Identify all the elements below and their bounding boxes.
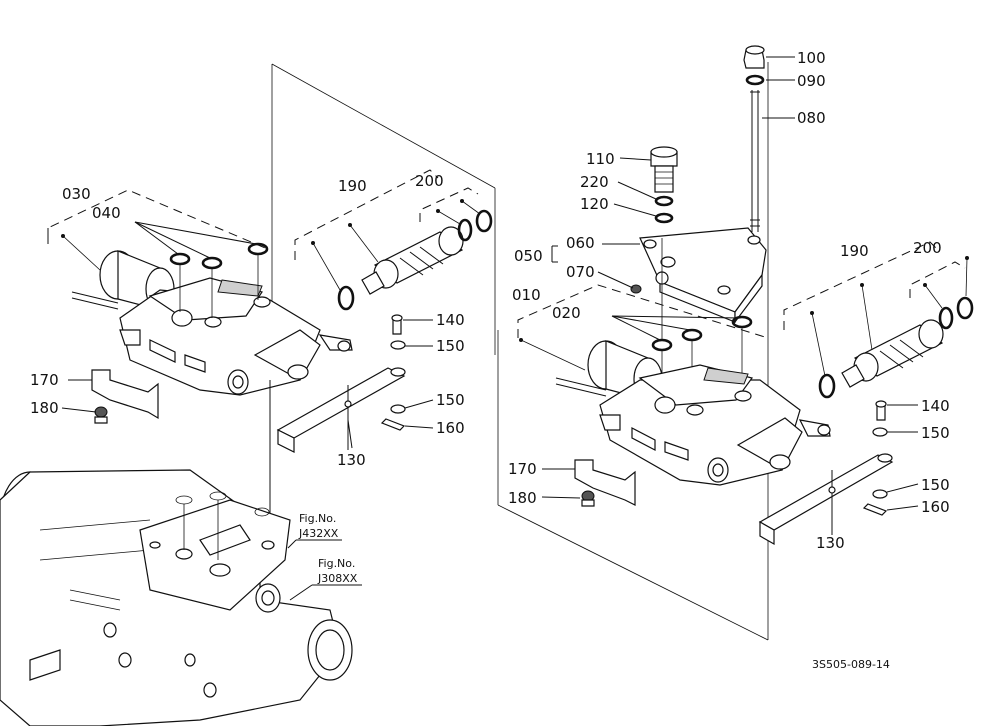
left-spool-190 [311,223,464,311]
label-170-left: 170 [30,371,59,389]
label-150-left-b: 150 [436,391,465,409]
right-bracket-170 [541,459,636,507]
label-010: 010 [512,286,541,304]
label-180-left: 180 [30,399,59,417]
label-110: 110 [586,150,615,168]
right-background-plane [497,62,769,641]
label-020: 020 [552,304,581,322]
fig-ref-2-line2: J308XX [317,572,358,585]
right-valve-body [519,338,831,486]
label-160-right: 160 [921,498,950,516]
label-090: 090 [797,72,826,90]
label-120: 120 [580,195,609,213]
fig-ref-1-line1: Fig.No. [299,512,336,525]
label-130-left: 130 [337,451,366,469]
label-220: 220 [580,173,609,191]
left-valve-body [71,250,353,396]
lower-o-ring-marks [175,491,270,560]
right-lever-130 [758,453,894,546]
left-seals-200 [436,199,493,242]
label-070: 070 [566,263,595,281]
right-plug-110 [613,146,678,224]
fig-ref-1-line2: J432XX [298,527,339,540]
label-190-left: 190 [338,177,367,195]
left-pin-parts [347,314,434,449]
label-080: 080 [797,109,826,127]
right-nut-stack [743,45,795,232]
label-130-right: 130 [816,534,845,552]
label-140-right: 140 [921,397,950,415]
label-160-left: 160 [436,419,465,437]
fig-ref-labels: Fig.No. J432XX Fig.No. J308XX [298,512,358,585]
drawing-number: 3S505-089-14 [812,658,890,671]
left-bracket-170 [61,369,159,424]
fig-ref-2-line1: Fig.No. [318,557,355,570]
label-150-right-a: 150 [921,424,950,442]
label-140-left: 140 [436,311,465,329]
label-100: 100 [797,49,826,67]
label-040: 040 [92,204,121,222]
right-dashed-brackets [517,241,966,339]
right-cover-060 [597,227,767,324]
fig-ref-leaders [287,539,362,601]
right-pin-parts [862,400,919,516]
left-dashed-brackets [47,169,479,260]
label-030: 030 [62,185,91,203]
left-dot-leaders [61,234,101,271]
label-190-right: 190 [840,242,869,260]
label-200-right: 200 [913,239,942,257]
transmission-housing [0,469,353,726]
part-label-group: 030 040 190 200 170 180 140 150 150 160 … [30,49,950,552]
label-060: 060 [566,234,595,252]
label-150-right-b: 150 [921,476,950,494]
label-200-left: 200 [415,172,444,190]
left-o-rings-040 [134,221,269,318]
label-170-right: 170 [508,460,537,478]
left-lever-130 [276,367,406,453]
label-050: 050 [514,247,543,265]
right-spool-190 [810,283,944,399]
right-seals-200 [923,256,974,330]
label-150-left-a: 150 [436,337,465,355]
label-180-right: 180 [508,489,537,507]
